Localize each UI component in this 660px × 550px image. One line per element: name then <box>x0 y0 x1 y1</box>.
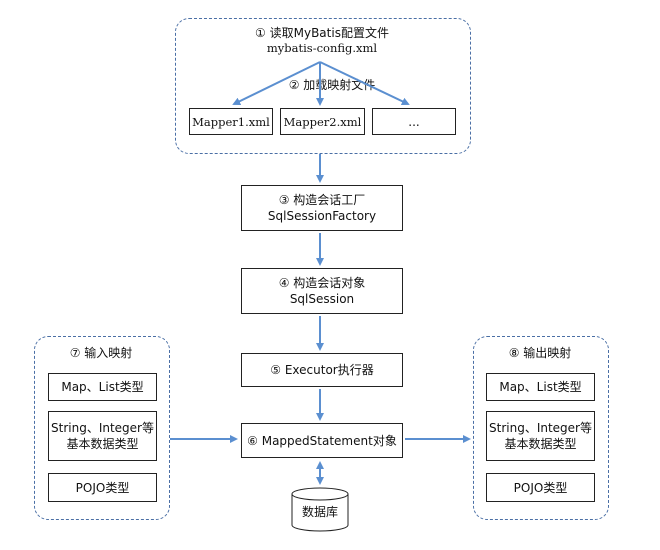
input-pojo-box: POJO类型 <box>48 473 157 502</box>
executor-box: ⑤ Executor执行器 <box>241 353 403 387</box>
input-map-list-box: Map、List类型 <box>48 373 157 401</box>
mapper2-box: Mapper2.xml <box>280 108 365 135</box>
step1-label: ① 读取MyBatis配置文件 <box>255 26 389 40</box>
mapped-statement-box: ⑥ MappedStatement对象 <box>241 423 403 458</box>
arrow-to-mapper1 <box>232 61 321 105</box>
session-factory-sub: SqlSessionFactory <box>267 209 377 223</box>
mapper1-box: Mapper1.xml <box>189 108 273 135</box>
output-mapping-title: ⑧ 输出映射 <box>508 346 572 360</box>
session-factory-title: ③ 构造会话工厂 <box>278 193 366 207</box>
session-title: ④ 构造会话对象 <box>278 276 366 290</box>
mapper-more-box: ... <box>372 108 456 135</box>
session-box: ④ 构造会话对象 SqlSession <box>241 268 403 314</box>
output-pojo-box: POJO类型 <box>486 473 595 502</box>
output-map-list-box: Map、List类型 <box>486 373 595 401</box>
output-basic-types-box: String、Integer等 基本数据类型 <box>486 411 595 461</box>
database-cylinder <box>291 487 349 532</box>
input-mapping-title: ⑦ 输入映射 <box>69 346 133 360</box>
session-sub: SqlSession <box>289 292 355 306</box>
database-label: 数据库 <box>301 505 338 519</box>
arrow-to-mapper-more <box>319 61 410 106</box>
input-basic-types-box: String、Integer等 基本数据类型 <box>48 411 157 461</box>
session-factory-box: ③ 构造会话工厂 SqlSessionFactory <box>241 185 403 231</box>
config-file-label: mybatis-config.xml <box>266 41 378 55</box>
